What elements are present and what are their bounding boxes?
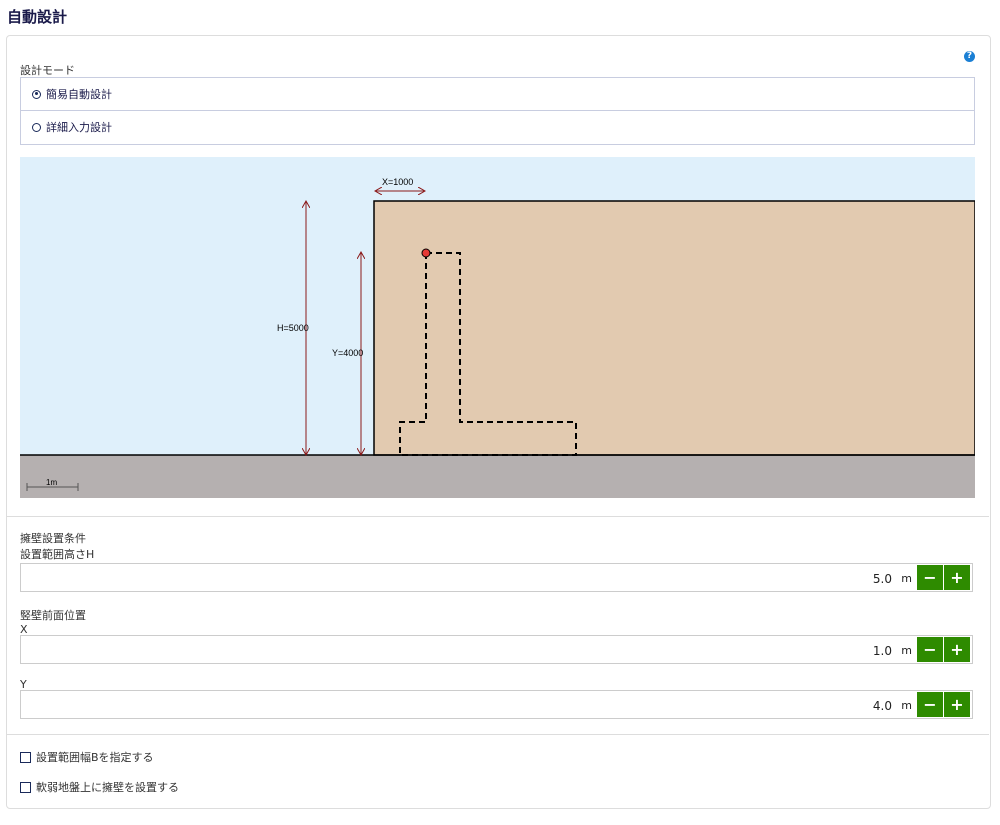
scale-label: 1m bbox=[46, 478, 57, 487]
radio-checked-icon[interactable] bbox=[32, 89, 41, 99]
height-increment-button[interactable]: + bbox=[944, 565, 970, 590]
x-dimension-label: X=1000 bbox=[382, 177, 413, 187]
unit-label: m bbox=[901, 644, 912, 657]
height-input[interactable]: 5.0 m − + bbox=[20, 563, 973, 592]
x-decrement-button[interactable]: − bbox=[917, 637, 943, 662]
y-value[interactable]: 4.0 bbox=[872, 699, 892, 713]
wall-front-heading: 竪壁前面位置 bbox=[20, 609, 86, 622]
divider bbox=[7, 516, 989, 517]
radio-unchecked-icon[interactable] bbox=[32, 122, 41, 132]
design-mode-label: 設計モード bbox=[20, 64, 75, 77]
x-increment-button[interactable]: + bbox=[944, 637, 970, 662]
design-mode-radio-group: 簡易自動設計 詳細入力設計 bbox=[20, 77, 975, 145]
x-value[interactable]: 1.0 bbox=[872, 644, 892, 658]
x-label: X bbox=[20, 623, 28, 636]
soil-block bbox=[373, 200, 975, 456]
checkbox-icon[interactable] bbox=[20, 751, 31, 763]
wall-diagram: H=5000 Y=4000 X=1000 1m bbox=[20, 157, 975, 498]
scale-bar bbox=[26, 483, 79, 491]
divider bbox=[7, 734, 989, 735]
checkbox-label: 軟弱地盤上に擁壁を設置する bbox=[36, 781, 179, 794]
radio-label: 詳細入力設計 bbox=[46, 121, 112, 134]
design-card bbox=[6, 35, 991, 809]
page-title: 自動設計 bbox=[7, 8, 68, 26]
retaining-wall-outline bbox=[399, 252, 577, 456]
unit-label: m bbox=[901, 572, 912, 585]
y-dimension-label: Y=4000 bbox=[332, 348, 363, 358]
unit-label: m bbox=[901, 699, 912, 712]
radio-simple-auto[interactable]: 簡易自動設計 bbox=[21, 78, 974, 110]
soft-ground-checkbox[interactable]: 軟弱地盤上に擁壁を設置する bbox=[20, 779, 179, 795]
height-value[interactable]: 5.0 bbox=[872, 572, 892, 586]
height-label: 設置範囲高さH bbox=[20, 548, 95, 561]
radio-detailed-input[interactable]: 詳細入力設計 bbox=[21, 110, 974, 143]
y-input[interactable]: 4.0 m − + bbox=[20, 690, 973, 719]
checkbox-label: 設置範囲幅Bを指定する bbox=[36, 751, 154, 764]
y-decrement-button[interactable]: − bbox=[917, 692, 943, 717]
y-increment-button[interactable]: + bbox=[944, 692, 970, 717]
conditions-heading: 擁壁設置条件 bbox=[20, 532, 86, 545]
height-decrement-button[interactable]: − bbox=[917, 565, 943, 590]
wall-origin-marker[interactable] bbox=[421, 248, 431, 258]
specify-width-checkbox[interactable]: 設置範囲幅Bを指定する bbox=[20, 749, 154, 765]
ground-area bbox=[20, 455, 975, 498]
help-icon[interactable]: ? bbox=[964, 51, 975, 62]
y-label: Y bbox=[20, 678, 27, 691]
radio-label: 簡易自動設計 bbox=[46, 88, 112, 101]
checkbox-icon[interactable] bbox=[20, 781, 31, 793]
h-dimension-label: H=5000 bbox=[277, 323, 309, 333]
x-input[interactable]: 1.0 m − + bbox=[20, 635, 973, 664]
